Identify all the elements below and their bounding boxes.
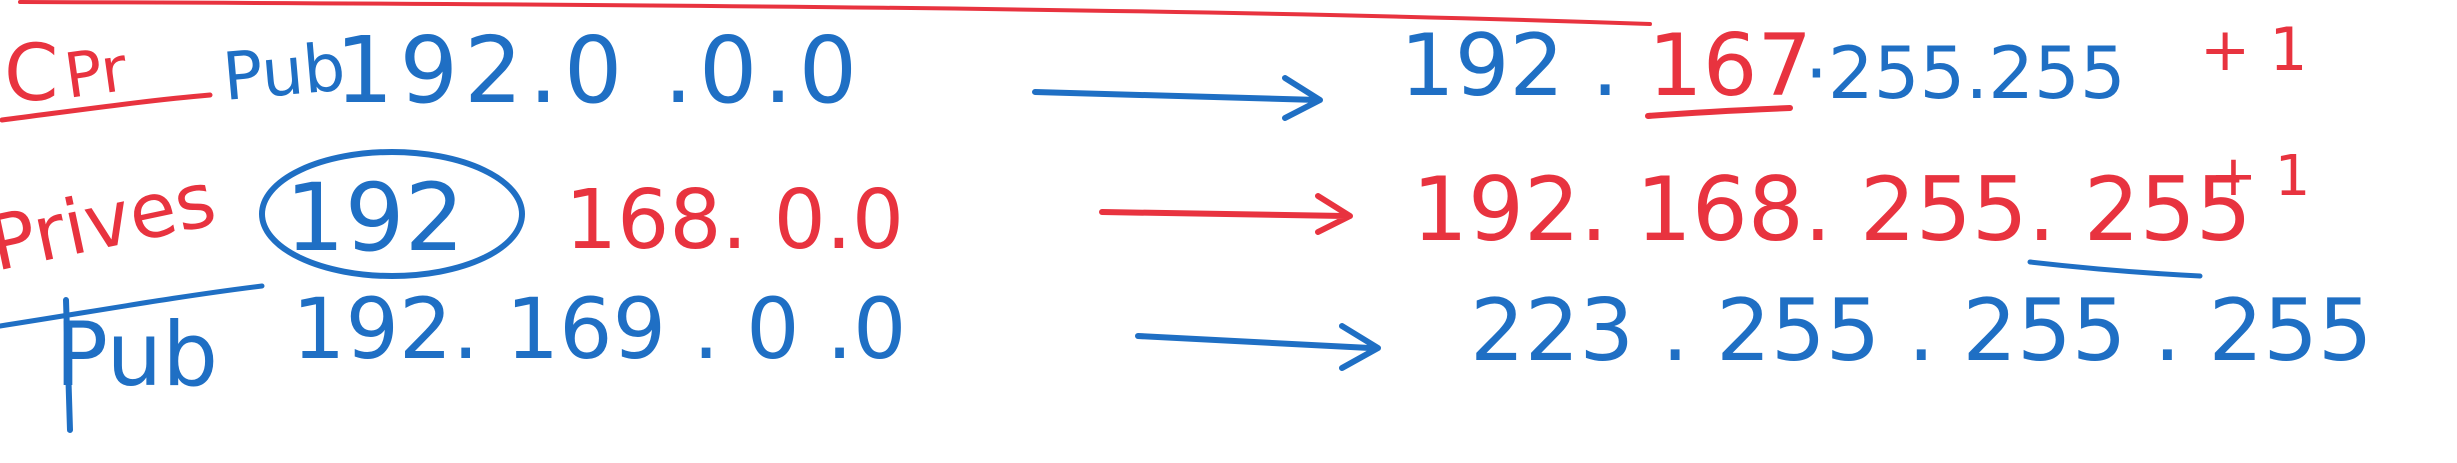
row3-label-descender [63, 297, 73, 433]
row2-first-octet-circle [259, 149, 525, 279]
row1-start-address: 192.0 .0.0 [335, 17, 863, 124]
top-divider-line [18, 0, 1652, 26]
row1-label-private: Pr [60, 32, 132, 113]
row2-label-private: Prives [0, 154, 223, 288]
row2-end-address: 192. 168. 255. 255 [1412, 158, 2252, 261]
row1-arrow [1032, 75, 1323, 121]
row2-end-underline [2027, 259, 2203, 279]
row1-end-address-part1: 192 . [1400, 16, 1619, 116]
row2-arrow [1099, 193, 1353, 235]
row2-start-rest: 168. 0.0 [565, 173, 904, 268]
row3-end-address: 223 . 255 . 255 . 255 [1470, 281, 2373, 381]
row2-start-first-octet: 192 [285, 164, 464, 273]
row3-arrow [1135, 323, 1381, 371]
row1-increment-note: + 1 [2200, 15, 2308, 85]
row3-start-address: 192. 169 . 0 .0 [292, 280, 906, 378]
row1-label-class-c: C [4, 29, 58, 119]
row1-label-underline [0, 92, 213, 123]
row3-label-public: Pub [55, 303, 218, 406]
row1-end-address-part2: ·255.255 [1805, 31, 2126, 115]
row3-label-overline [0, 283, 265, 329]
row2-increment-note: + 1 [2210, 144, 2310, 209]
row1-end-highlight-underline [1645, 105, 1793, 119]
row1-end-address-highlight: 167 [1648, 16, 1812, 116]
row1-label-public: Pub [220, 29, 349, 116]
